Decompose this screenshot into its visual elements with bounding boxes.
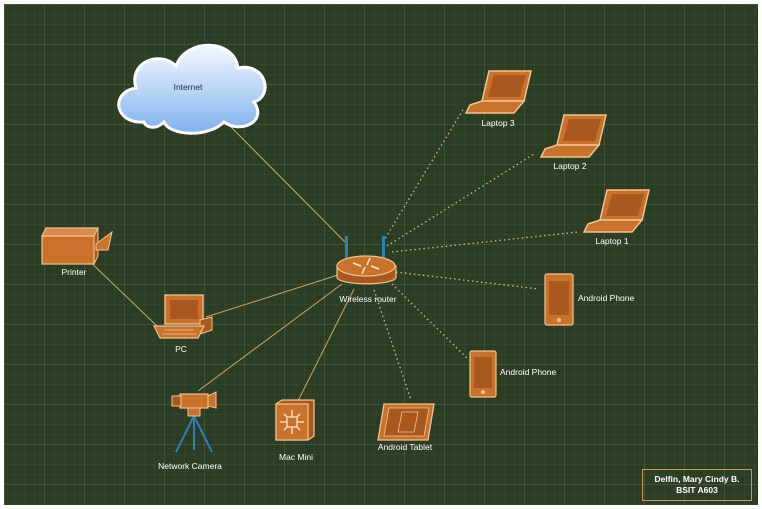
printer-label: Printer: [61, 267, 87, 277]
laptop3-label: Laptop 3: [481, 118, 515, 128]
link-router-pc: [205, 274, 339, 318]
diagram-canvas: Internet Wireless router Laptop 3 Laptop…: [4, 4, 758, 505]
link-router-laptop2: [386, 153, 535, 247]
phone1-icon: [544, 273, 574, 326]
phone1-label: Android Phone: [578, 293, 635, 303]
connections-layer: [83, 107, 579, 402]
phone2-icon: [469, 350, 497, 398]
internet-label: Internet: [173, 82, 203, 92]
link-router-phone1: [395, 271, 540, 290]
camera-label: Network Camera: [158, 461, 222, 471]
author-section: BSIT A603: [676, 485, 718, 495]
laptop1-label: Laptop 1: [595, 236, 629, 246]
author-info-box: Delfin, Mary Cindy B. BSIT A603: [642, 469, 752, 501]
link-router-tablet: [373, 289, 412, 401]
author-name: Delfin, Mary Cindy B.: [654, 474, 740, 484]
router-icon: [336, 236, 397, 285]
tablet-label: Android Tablet: [377, 442, 433, 452]
link-router-phone2: [391, 283, 470, 361]
link-router-macmini: [297, 288, 355, 402]
link-router-laptop3: [382, 107, 465, 243]
laptop1-icon: [582, 189, 650, 233]
cloud-icon: [117, 43, 267, 135]
link-internet-router: [225, 121, 346, 243]
tablet-icon: [377, 403, 435, 441]
camera-icon: [171, 391, 217, 453]
network-diagram: [41, 43, 650, 453]
laptop3-icon: [464, 70, 532, 114]
laptop2-icon: [539, 114, 607, 158]
laptop2-label: Laptop 2: [553, 161, 587, 171]
router-label: Wireless router: [339, 294, 397, 304]
link-router-laptop1: [391, 231, 579, 253]
macmini-label: Mac Mini: [278, 452, 314, 462]
printer-icon: [41, 227, 113, 265]
phone2-label: Android Phone: [500, 367, 557, 377]
mac-mini-icon: [275, 399, 315, 441]
link-router-camera: [197, 283, 343, 392]
pc-icon: [153, 294, 213, 339]
link-pc-printer: [83, 255, 158, 327]
pc-label: PC: [175, 344, 187, 354]
